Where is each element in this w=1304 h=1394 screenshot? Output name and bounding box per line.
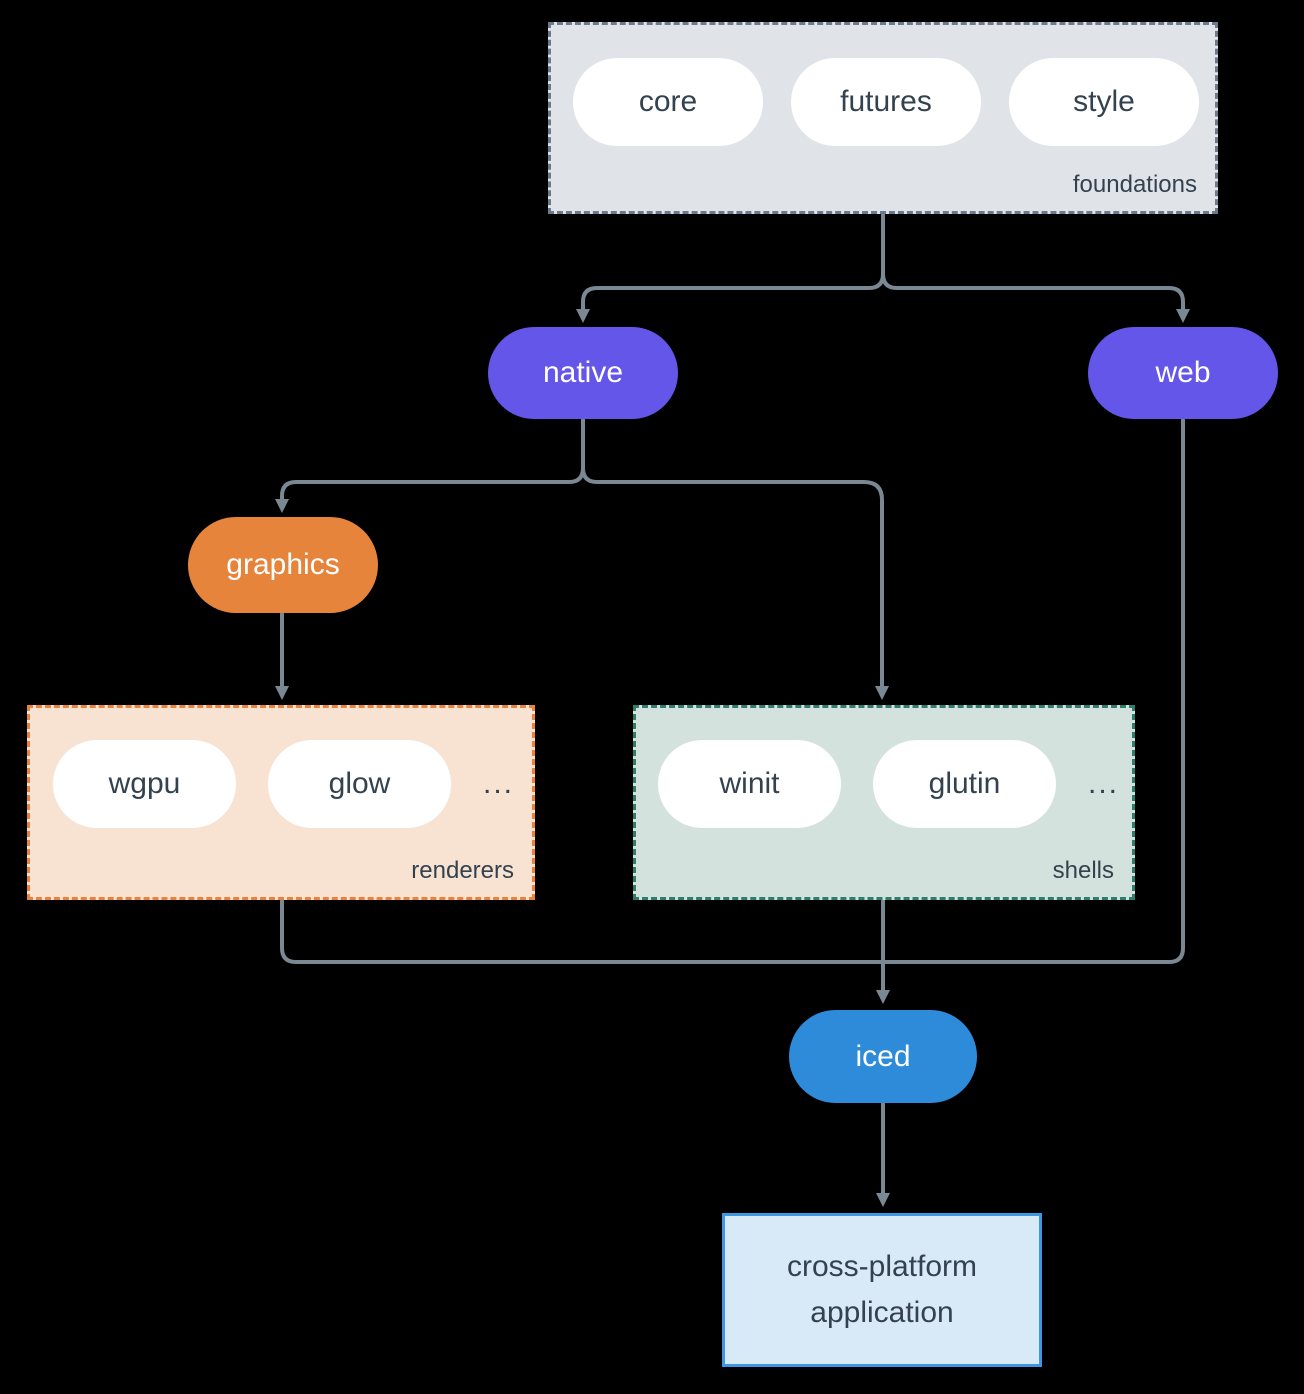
pill-core: core: [573, 58, 763, 146]
pill-style-label: style: [1073, 85, 1135, 118]
node-graphics: graphics: [188, 517, 378, 613]
edge-foundations-web: [881, 213, 1190, 323]
pill-wgpu-label: wgpu: [108, 767, 181, 800]
node-native-label: native: [542, 356, 624, 389]
edge-foundations-native: [576, 213, 885, 323]
cross-platform-application-label: cross-platform application: [786, 1249, 978, 1330]
pill-glutin: glutin: [873, 740, 1056, 828]
node-web: web: [1088, 327, 1278, 419]
node-web-label: web: [1155, 356, 1211, 389]
node-iced-label: iced: [855, 1039, 911, 1073]
node-iced: iced: [789, 1010, 977, 1103]
cross-platform-application-box: cross-platform application: [722, 1213, 1042, 1367]
pill-wgpu: wgpu: [53, 740, 236, 828]
pill-glutin-label: glutin: [928, 767, 1001, 800]
pill-winit: winit: [658, 740, 841, 828]
pill-futures-label: futures: [840, 85, 932, 118]
pill-winit-label: winit: [719, 767, 780, 800]
node-native: native: [488, 327, 678, 419]
edge-native-graphics: [275, 418, 585, 513]
pill-core-label: core: [638, 85, 698, 118]
renderers-ellipsis: ...: [483, 767, 515, 800]
renderers-group: wgpu glow ... renderers: [27, 705, 535, 900]
pill-futures: futures: [791, 58, 981, 146]
shells-group-label: shells: [1052, 857, 1114, 884]
node-graphics-label: graphics: [226, 548, 340, 581]
pill-style: style: [1009, 58, 1199, 146]
foundations-group-label: foundations: [1072, 171, 1197, 198]
pill-glow-label: glow: [328, 767, 391, 800]
edge-native-shells: [581, 418, 889, 700]
pill-glow: glow: [268, 740, 451, 828]
renderers-group-label: renderers: [411, 857, 514, 884]
foundations-group: core futures style foundations: [548, 22, 1218, 214]
shells-group: winit glutin ... shells: [633, 705, 1135, 900]
edge-renderers-web-merge-rail: [280, 418, 1185, 964]
shells-ellipsis: ...: [1088, 767, 1120, 800]
